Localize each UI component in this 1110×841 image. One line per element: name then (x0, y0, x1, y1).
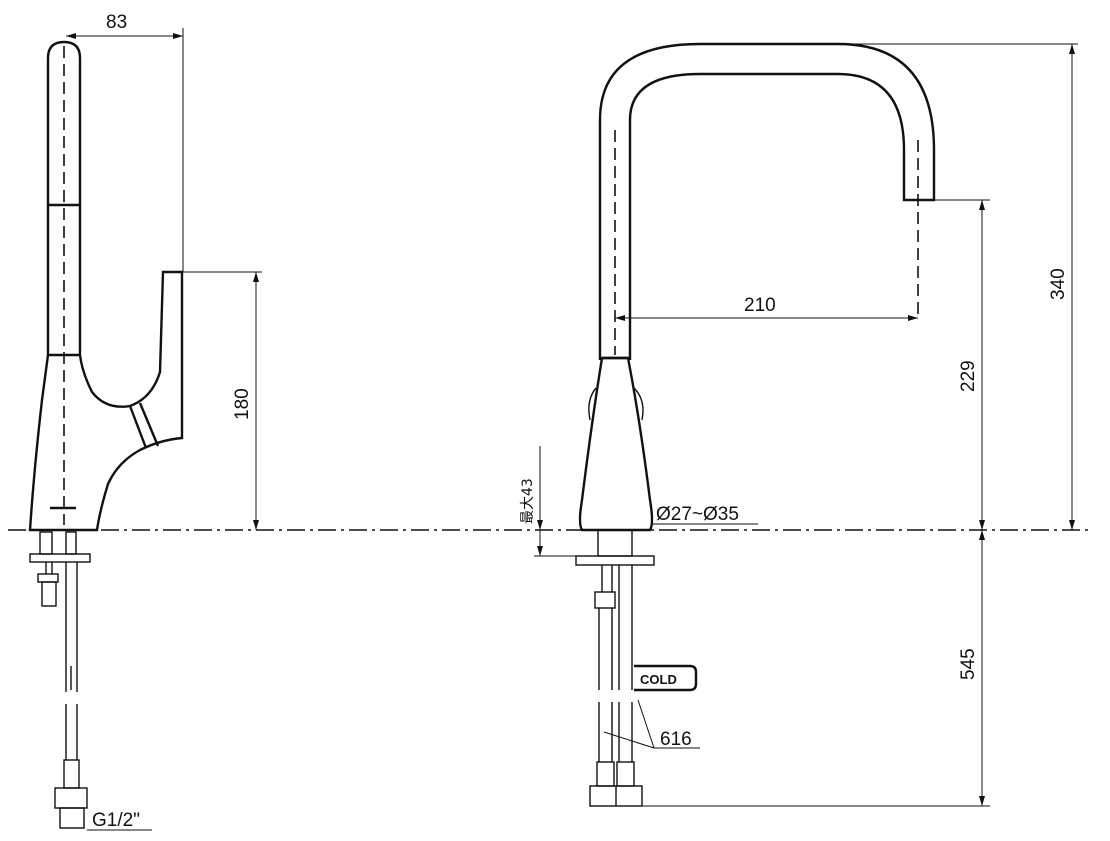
dim-210: 210 (615, 295, 918, 321)
dim-545-label: 545 (958, 648, 979, 680)
dim-max-43-label: 最大43 (520, 478, 536, 524)
dim-616: 616 (603, 699, 700, 750)
front-view-mounting-hardware (575, 529, 655, 609)
dim-180-label: 180 (232, 388, 253, 420)
front-view-body-outline (578, 356, 654, 532)
dim-210-label: 210 (744, 295, 776, 316)
front-view-hoses (589, 565, 643, 807)
dim-max-43: 最大43 (520, 446, 576, 557)
hole-diameter-label: Ø27~Ø35 (656, 504, 739, 525)
side-view-body-outline (28, 40, 184, 532)
dim-229: 229 (934, 199, 990, 530)
side-view: 83 180 G1/2" (28, 12, 262, 831)
side-view-lever (128, 402, 160, 449)
dim-340: 340 (838, 43, 1078, 530)
dim-83-label: 83 (106, 12, 127, 33)
front-view: COLD 616 Ø27~Ø35 最大43 210 (520, 42, 1078, 807)
front-view-lever-right (633, 387, 644, 421)
dim-180: 180 (183, 271, 262, 530)
side-view-mounting-hardware (29, 531, 91, 607)
dim-545: 545 (642, 530, 990, 807)
dim-616-label: 616 (660, 729, 692, 750)
dim-229-label: 229 (958, 360, 979, 392)
thread-label: G1/2" (92, 810, 140, 831)
cold-tag: COLD (634, 664, 698, 692)
side-view-hose (54, 562, 88, 829)
hole-diameter-callout: Ø27~Ø35 (652, 504, 758, 525)
front-view-lever-left (588, 387, 597, 421)
dim-83: 83 (66, 12, 184, 272)
front-view-spout-outline (598, 42, 936, 360)
cold-tag-label: COLD (640, 672, 677, 687)
dim-340-label: 340 (1048, 268, 1069, 300)
